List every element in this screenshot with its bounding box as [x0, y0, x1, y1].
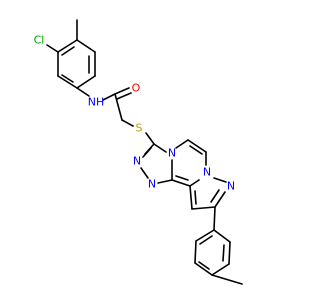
bond	[213, 229, 231, 243]
molecule-structure: Cl NH O S N N N N N	[34, 19, 243, 285]
bond	[140, 167, 149, 179]
bond	[102, 93, 116, 101]
bond	[213, 177, 227, 183]
atom-o: O	[132, 82, 141, 95]
bond	[189, 185, 193, 210]
bond	[187, 139, 207, 153]
bond	[211, 263, 230, 276]
bond	[57, 39, 78, 53]
bond	[76, 39, 96, 53]
atom-cl: Cl	[34, 34, 45, 47]
bond	[153, 143, 167, 153]
atom-n-triazole-1: N	[133, 155, 141, 168]
atom-n-bridge: N	[168, 147, 176, 160]
bond	[213, 206, 216, 231]
bond	[189, 179, 200, 187]
atom-labels: Cl NH O S N N N N N	[34, 34, 235, 193]
bond	[191, 206, 216, 210]
bond	[61, 46, 75, 56]
atom-n-triazole-2: N	[148, 178, 156, 191]
atom-nh: NH	[88, 96, 105, 109]
bond	[121, 119, 134, 127]
bond	[171, 179, 191, 187]
bond	[211, 274, 243, 285]
bond	[199, 235, 213, 245]
bond	[189, 145, 203, 155]
bond	[175, 139, 189, 149]
molecule-canvas: Cl NH O S N N N N N	[34, 19, 243, 285]
bond	[116, 92, 132, 100]
bond	[76, 87, 90, 97]
bond	[114, 87, 130, 95]
bond	[198, 261, 210, 270]
bond	[61, 74, 74, 83]
bond	[194, 240, 197, 264]
bond	[194, 190, 197, 205]
atom-n-pyrazole-2: N	[227, 180, 235, 193]
bond	[175, 175, 189, 181]
bond	[194, 262, 213, 276]
bond	[142, 147, 152, 158]
bond	[210, 189, 220, 203]
bond	[195, 229, 215, 242]
bond	[145, 132, 155, 145]
bond	[76, 75, 96, 89]
bond	[46, 44, 59, 53]
bond	[228, 241, 231, 265]
bond	[222, 244, 225, 262]
bond	[114, 93, 123, 121]
bond	[214, 191, 226, 208]
bond	[57, 75, 78, 89]
atom-s: S	[136, 122, 143, 135]
bonds	[46, 19, 243, 285]
atom-n-pyrazole-1: N	[203, 166, 211, 179]
bond	[157, 179, 173, 184]
